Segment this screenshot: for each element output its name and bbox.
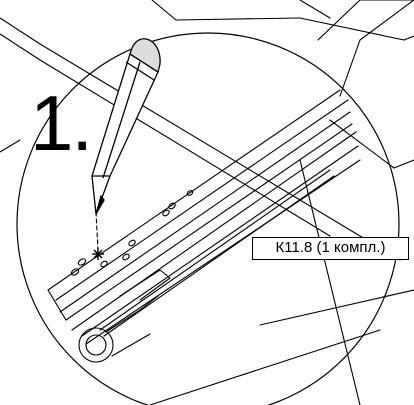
cabinet-outline [0,0,414,169]
roller-wheel [78,269,171,363]
screw-mark-icon [92,248,104,260]
part-label: К11.8 (1 компл.) [252,237,409,260]
background-shape [317,0,414,97]
guide-dashed-line [95,211,99,251]
drawer-slide-rail [47,89,361,345]
step-number: 1. [30,79,93,167]
mounting-holes [70,190,194,276]
panel-lines [39,17,414,405]
pencil-icon [91,38,161,215]
magnifier-circle [16,32,400,405]
